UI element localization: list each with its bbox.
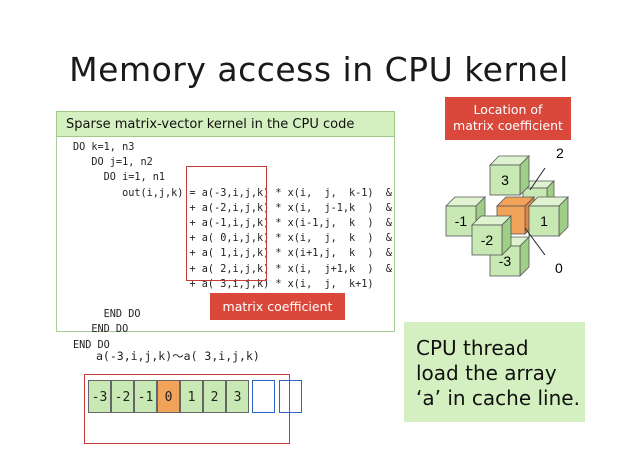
code-line: END DO: [73, 339, 110, 351]
empty-array-cell: [252, 380, 275, 413]
code-panel-label: Sparse matrix-vector kernel in the CPU c…: [56, 111, 395, 137]
code-line: DO i=1, n1: [103, 172, 166, 184]
array-cell: 3: [226, 380, 249, 413]
cube-top-label: 3: [501, 172, 509, 188]
cube-right-label: 1: [540, 213, 548, 229]
code-line: DO k=1, n3: [73, 142, 135, 153]
cpu-thread-callout: CPU thread load the array ‘a’ in cache l…: [404, 322, 585, 422]
code-line: + a( 1,i,j,k) * x(i+1,j, k ) &: [189, 248, 392, 260]
matrix-coefficient-label: matrix coefficient: [210, 293, 345, 320]
stencil-label-center: 0: [555, 260, 563, 276]
fortran-code-block: DO k=1, n3 DO j=1, n2 DO i=1, n1 out(i,j…: [57, 137, 392, 353]
code-line: + a( 3,i,j,k) * x(i, j, k+1): [189, 278, 374, 290]
cube-front-label: -2: [481, 232, 494, 248]
location-label: Location of matrix coefficient: [445, 97, 571, 140]
stencil-diagram: 3 -3 -1 1 -2 2 0: [445, 145, 569, 277]
code-line: + a( 0,i,j,k) * x(i, j, k ) &: [189, 233, 392, 245]
cache-line-highlight: [84, 374, 290, 444]
code-line: + a(-1,i,j,k) * x(i-1,j, k ) &: [189, 218, 392, 230]
location-label-line1: Location of: [473, 102, 543, 117]
center-pointer-line: [524, 227, 546, 256]
code-line: DO j=1, n2: [91, 157, 153, 169]
code-line: END DO: [91, 324, 129, 336]
array-caption: a(-3,i,j,k)～a( 3,i,j,k): [96, 349, 260, 363]
empty-array-cell: [279, 380, 302, 413]
cube-left-label: -1: [455, 213, 468, 229]
stencil-label-back: 2: [556, 145, 564, 161]
cube-top: 3: [489, 155, 530, 196]
code-line: + a( 2,i,j,k) * x(i, j+1,k ) &: [189, 263, 392, 275]
array-cell: -1: [134, 380, 157, 413]
cube-bottom-label: -3: [499, 253, 512, 269]
array-cell: -2: [111, 380, 134, 413]
cube-front: -2: [471, 215, 512, 256]
back-pointer-line: [529, 167, 546, 191]
code-line: out(i,j,k) = a(-3,i,j,k) * x(i, j, k-1) …: [122, 187, 392, 199]
callout-line-1: CPU thread: [416, 336, 529, 360]
code-line: END DO: [103, 309, 141, 321]
callout-line-3: ‘a’ in cache line.: [416, 386, 580, 410]
array-cell: 1: [180, 380, 203, 413]
array-cell: -3: [88, 380, 111, 413]
array-cell: 0: [157, 380, 180, 413]
code-line: + a(-2,i,j,k) * x(i, j-1,k ) &: [189, 202, 392, 214]
matrix-coefficient-highlight: [186, 166, 267, 281]
array-cell: 2: [203, 380, 226, 413]
slide-title: Memory access in CPU kernel: [69, 50, 569, 89]
cube-right: 1: [528, 196, 569, 237]
location-label-line2: matrix coefficient: [453, 118, 563, 133]
callout-line-2: load the array: [416, 361, 557, 385]
